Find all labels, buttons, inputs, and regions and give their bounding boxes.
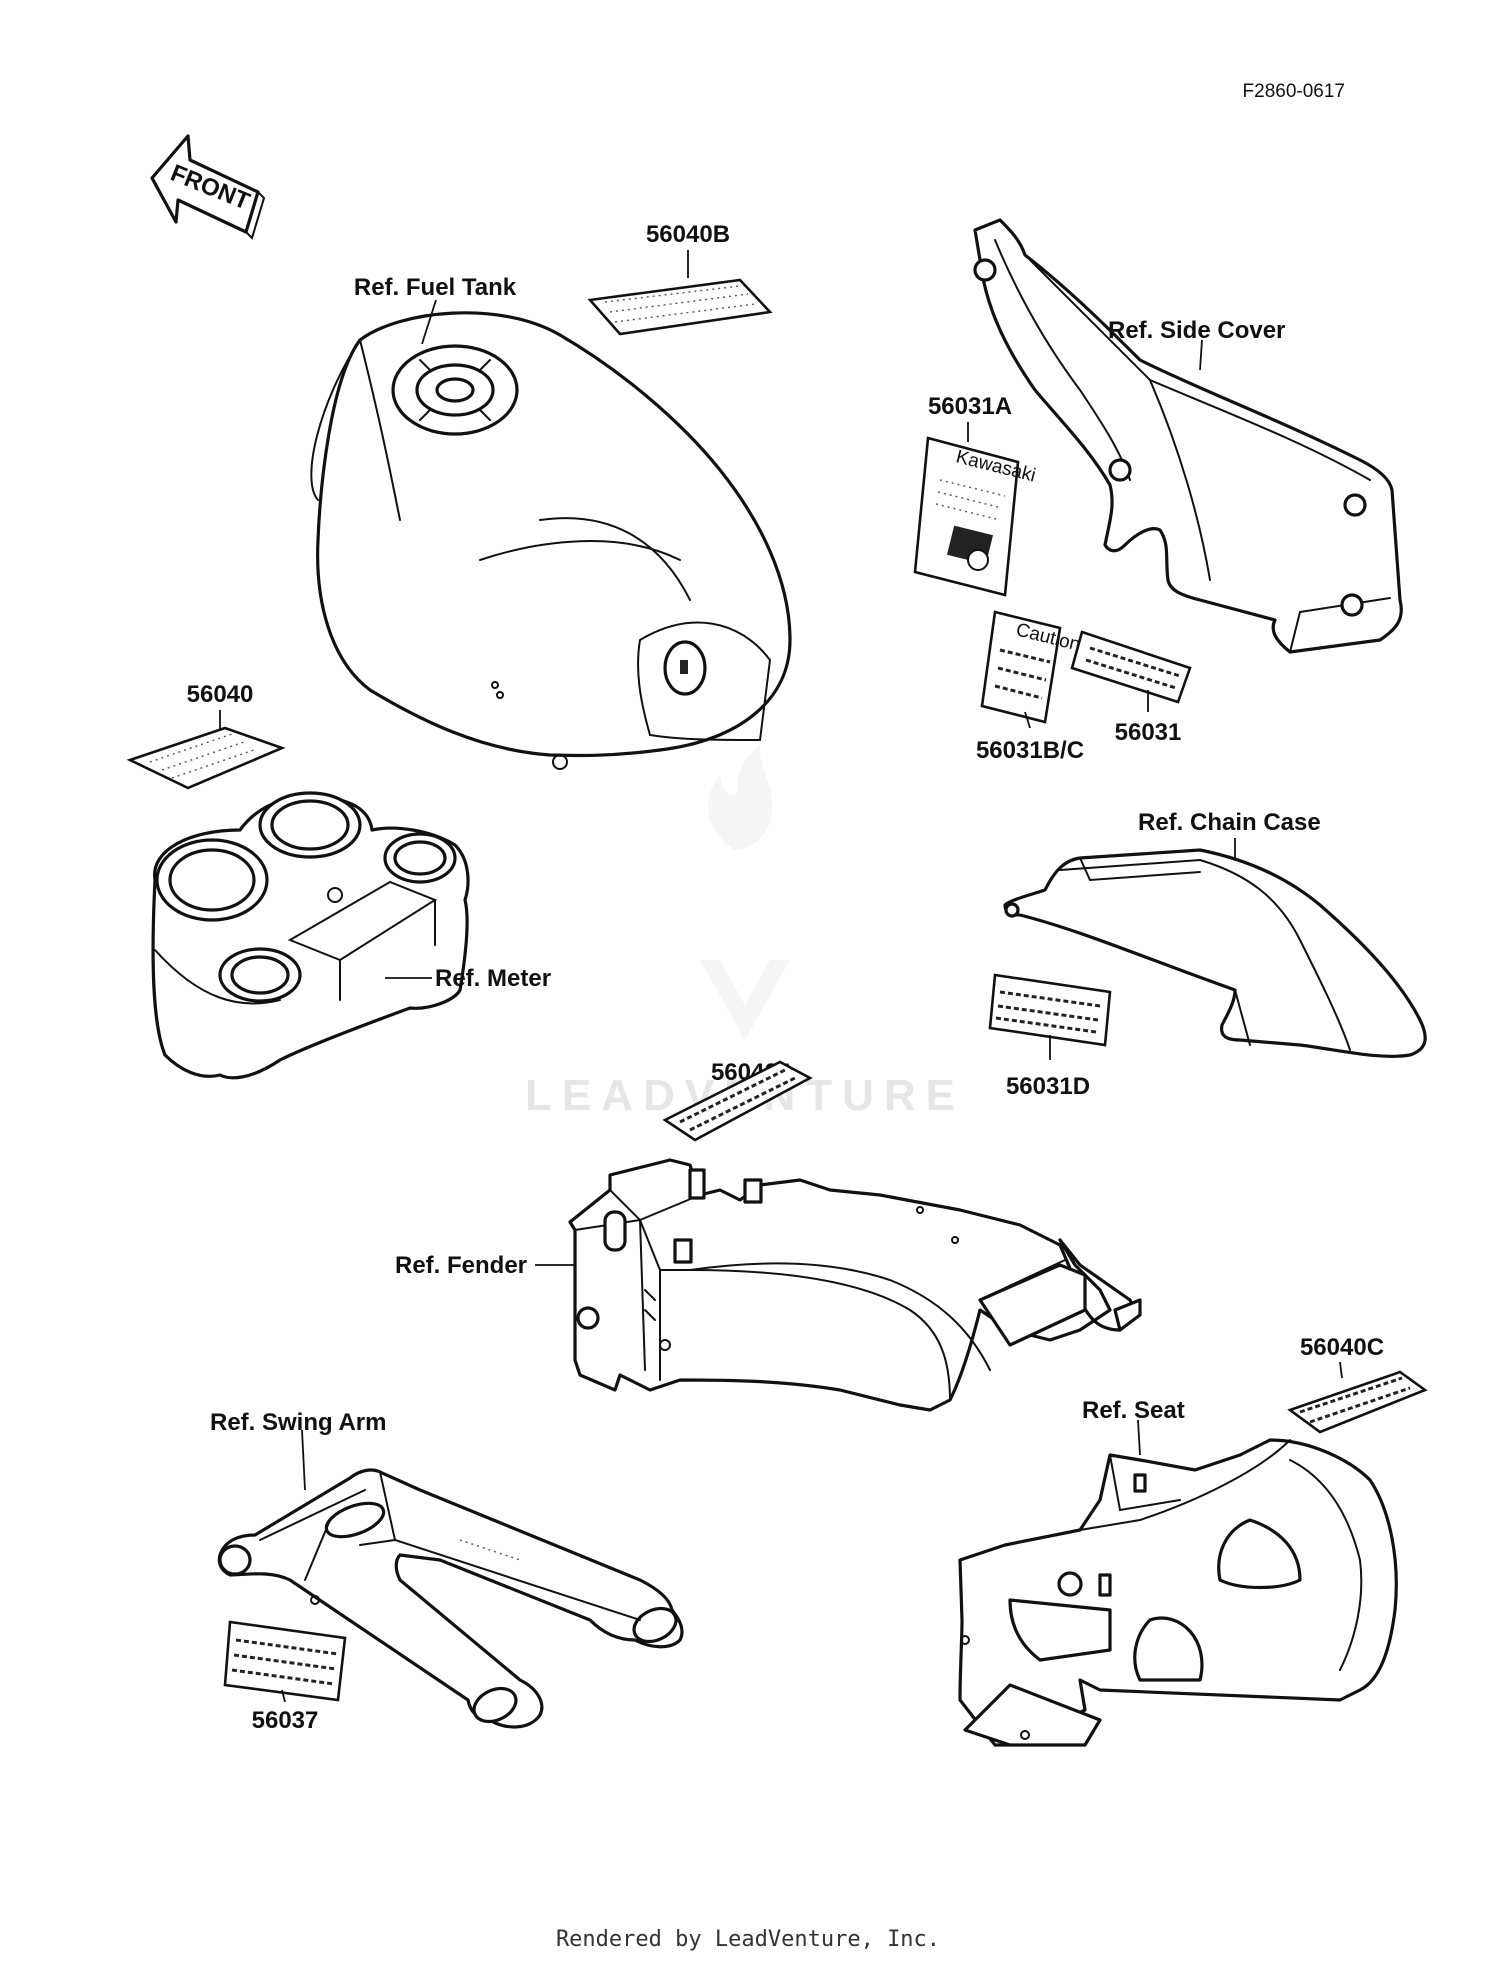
ref-chain-case: Ref. Chain Case <box>1138 809 1321 836</box>
part-56031: 56031 <box>1115 719 1182 746</box>
meter-assembly <box>151 791 470 1080</box>
watermark-logo <box>700 745 790 1040</box>
decal-56031A: Kawasaki <box>913 436 1038 597</box>
decal-56040A <box>662 1060 813 1142</box>
side-cover <box>973 218 1403 654</box>
footer-credit: Rendered by LeadVenture, Inc. <box>556 1927 940 1952</box>
ref-side-cover: Ref. Side Cover <box>1108 317 1285 344</box>
part-56040: 56040 <box>187 681 254 708</box>
seat-cowl <box>958 1438 1398 1747</box>
decal-56031BC: Caution <box>980 610 1082 724</box>
part-56031BC: 56031B/C <box>976 737 1084 764</box>
ref-fender: Ref. Fender <box>395 1252 527 1279</box>
front-arrow-icon: FRONT <box>150 134 266 240</box>
decal-56031 <box>1070 630 1192 704</box>
fuel-tank <box>310 311 792 770</box>
part-56037: 56037 <box>252 1707 319 1734</box>
decal-56040 <box>126 726 286 790</box>
figure-id: F2860-0617 <box>1243 81 1345 102</box>
swing-arm <box>217 1468 684 1729</box>
part-56040C: 56040C <box>1300 1334 1384 1361</box>
part-56040B: 56040B <box>646 221 730 248</box>
ref-fuel-tank: Ref. Fuel Tank <box>354 274 517 301</box>
rear-fender <box>568 1158 1142 1412</box>
chain-case <box>1003 848 1427 1058</box>
ref-seat: Ref. Seat <box>1082 1397 1185 1424</box>
decal-56037 <box>223 1620 347 1702</box>
part-56031D: 56031D <box>1006 1073 1090 1100</box>
ref-meter: Ref. Meter <box>435 965 551 992</box>
ref-swing-arm: Ref. Swing Arm <box>210 1409 386 1436</box>
decal-56031D <box>988 973 1112 1047</box>
part-56031A: 56031A <box>928 393 1012 420</box>
decal-56040C <box>1287 1370 1428 1434</box>
decal-56040B <box>587 278 773 336</box>
